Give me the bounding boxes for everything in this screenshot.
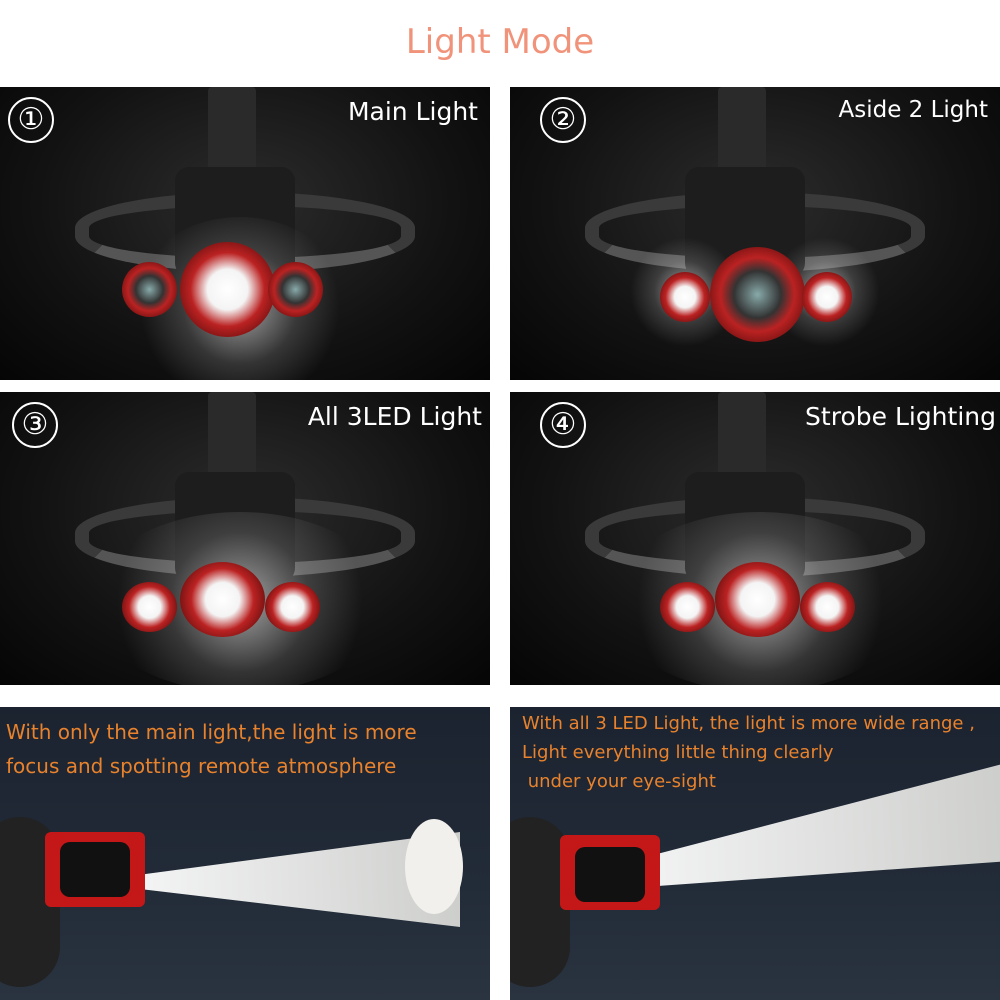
side-lamp-left [660, 582, 715, 632]
mode-number: ③ [12, 402, 58, 448]
caption-line: With all 3 LED Light, the light is more … [522, 713, 975, 734]
side-lamp-right [268, 262, 323, 317]
caption-line: under your eye-sight [522, 771, 716, 792]
side-lamp-left [122, 262, 177, 317]
headlamp-grip [575, 847, 645, 902]
top-strap [208, 392, 256, 482]
usage-panel-all-led: With all 3 LED Light, the light is more … [510, 707, 1000, 1000]
main-lamp [710, 247, 805, 342]
main-lamp [180, 562, 265, 637]
caption-line: With only the main light,the light is mo… [6, 720, 417, 744]
side-lamp-right [265, 582, 320, 632]
caption-line: Light everything little thing clearly [522, 742, 834, 763]
mode-panel-strobe: ④ Strobe Lighting [510, 392, 1000, 685]
side-lamp-right [802, 272, 852, 322]
top-strap [208, 87, 256, 177]
mode-label: Aside 2 Light [838, 97, 988, 123]
top-strap [718, 392, 766, 482]
mode-label: All 3LED Light [307, 402, 482, 431]
mode-label: Main Light [347, 97, 478, 126]
top-strap [718, 87, 766, 177]
main-lamp [715, 562, 800, 637]
side-lamp-right [800, 582, 855, 632]
caption-line: focus and spotting remote atmosphere [6, 754, 397, 778]
mode-panel-all-led: ③ All 3LED Light [0, 392, 490, 685]
beam-spot [405, 819, 463, 914]
side-lamp-left [660, 272, 710, 322]
usage-panel-main-light: With only the main light,the light is mo… [0, 707, 490, 1000]
page-title: Light Mode [405, 22, 595, 62]
mode-number: ① [8, 97, 54, 143]
headlamp-grip [60, 842, 130, 897]
mode-panel-aside-light: ② Aside 2 Light [510, 87, 1000, 380]
mode-number: ② [540, 97, 586, 143]
mode-panel-main-light: ① Main Light [0, 87, 490, 380]
main-lamp [180, 242, 275, 337]
mode-number: ④ [540, 402, 586, 448]
caption-all-led: With all 3 LED Light, the light is more … [522, 709, 975, 796]
mode-label: Strobe Lighting [805, 402, 996, 431]
caption-main-light: With only the main light,the light is mo… [6, 715, 417, 783]
side-lamp-left [122, 582, 177, 632]
